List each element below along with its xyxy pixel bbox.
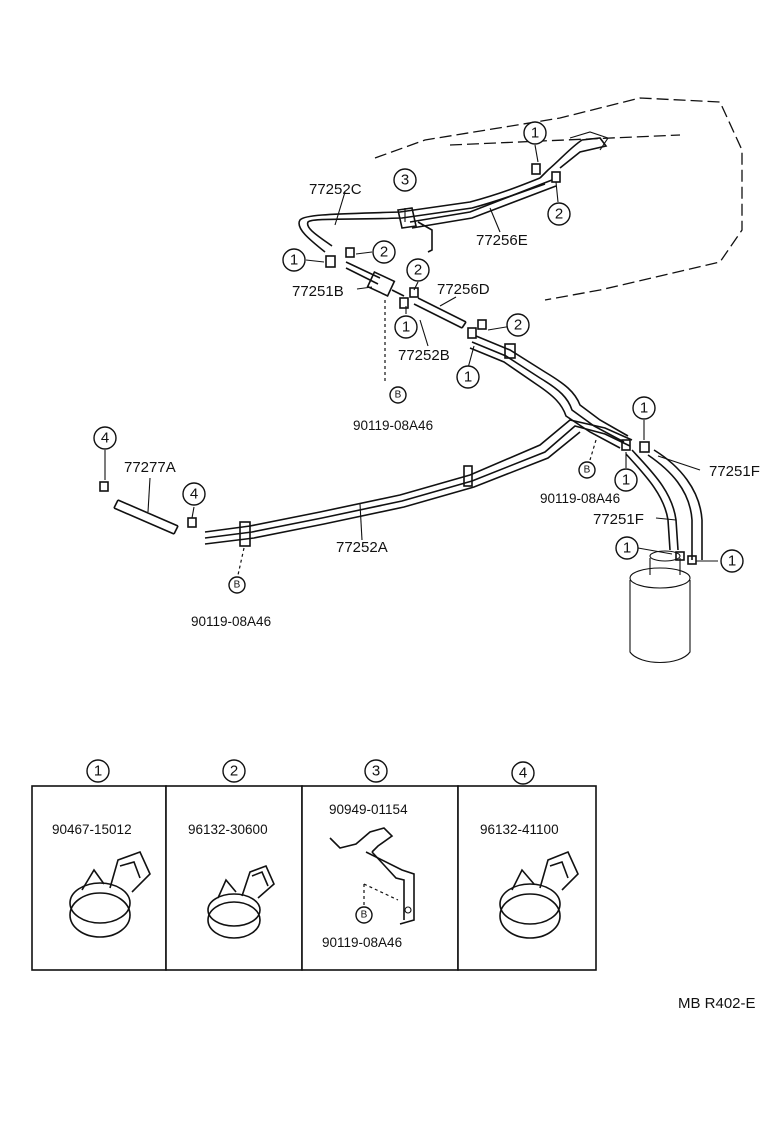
callout-1: 1: [614, 468, 638, 492]
svg-text:1: 1: [623, 540, 631, 557]
label-bolt-upper: 90119-08A46: [353, 418, 433, 433]
tube-77252A-drawing: [204, 419, 633, 547]
callout-1: 1: [523, 121, 547, 145]
callout-circles: 1 3 2 1 2 2 1 2 1 1 1 1 1 4 4 B B B: [93, 121, 744, 594]
label-77256E: 77256E: [476, 232, 528, 249]
label-77277A: 77277A: [124, 459, 176, 476]
callout-3: 3: [393, 168, 417, 192]
label-77252C: 77252C: [309, 181, 362, 198]
bolt-leader-lines: [237, 300, 597, 576]
callout-2: 2: [372, 240, 396, 264]
svg-text:1: 1: [402, 319, 410, 336]
charcoal-canister-drawing: [629, 550, 691, 663]
bolt-callout-b: B: [389, 386, 407, 404]
clamp-bracket-3-drawing: [397, 207, 433, 253]
svg-text:4: 4: [101, 430, 109, 447]
legend-index-3: 3: [372, 763, 380, 780]
legend-index-2: 2: [230, 763, 238, 780]
svg-text:2: 2: [414, 262, 422, 279]
callout-1: 1: [456, 365, 480, 389]
valve-77251B-drawing: [345, 261, 405, 297]
svg-text:B: B: [584, 465, 591, 476]
label-77252B: 77252B: [398, 347, 450, 364]
svg-text:1: 1: [290, 252, 298, 269]
fuel-tank-outline: [374, 97, 743, 301]
callout-2: 2: [547, 202, 571, 226]
bolt-callout-b: B: [578, 461, 596, 479]
svg-text:1: 1: [640, 400, 648, 417]
legend-box-1: 1 90467-15012: [31, 759, 167, 971]
svg-text:4: 4: [190, 486, 198, 503]
legend-boxes: 1 90467-15012 2 96132-30600: [31, 759, 597, 971]
legend-index-4: 4: [519, 765, 527, 782]
main-tube-bundle-drawing: [469, 335, 629, 449]
callout-1: 1: [615, 536, 639, 560]
bolt-callout-b: B: [228, 576, 246, 594]
hose-77277A-drawing: [113, 499, 179, 535]
label-bolt-right: 90119-08A46: [540, 491, 620, 506]
label-77251F-upper: 77251F: [709, 463, 760, 480]
svg-text:B: B: [395, 390, 402, 401]
label-77256D: 77256D: [437, 281, 490, 298]
hose-clamp-marks: [99, 163, 697, 565]
hose-clamp-icon-2: [207, 864, 275, 939]
legend-part-3: 90949-01154: [329, 802, 408, 817]
svg-text:1: 1: [531, 125, 539, 142]
legend-index-1: 1: [94, 763, 102, 780]
callout-4: 4: [93, 426, 117, 450]
callout-2: 2: [506, 313, 530, 337]
legend-box-4: 4 96132-41100: [457, 761, 597, 971]
svg-text:2: 2: [380, 244, 388, 261]
svg-text:1: 1: [622, 472, 630, 489]
callout-1: 1: [282, 248, 306, 272]
label-bolt-left: 90119-08A46: [191, 614, 271, 629]
part-labels: 77252C 77256E 77251B 77256D 77252B 77277…: [124, 181, 760, 1012]
svg-text:2: 2: [555, 206, 563, 223]
legend-part-1: 90467-15012: [52, 822, 132, 837]
svg-text:3: 3: [401, 172, 409, 189]
callout-2: 2: [406, 258, 430, 282]
svg-text:1: 1: [464, 369, 472, 386]
hose-77256D-drawing: [413, 297, 467, 329]
callout-1: 1: [720, 549, 744, 573]
label-leader-lines: [104, 144, 718, 562]
hose-clamp-icon-1: [69, 850, 151, 938]
clamp-bracket-icon: [329, 827, 415, 925]
callout-4: 4: [182, 482, 206, 506]
callout-1: 1: [632, 396, 656, 420]
legend-box-3: 3 90949-01154 B 90119-08A46: [301, 759, 459, 971]
label-77251F-lower: 77251F: [593, 511, 644, 528]
legend-part-2: 96132-30600: [188, 822, 268, 837]
svg-text:2: 2: [514, 317, 522, 334]
legend-part-4: 96132-41100: [480, 822, 559, 837]
svg-text:B: B: [234, 580, 241, 591]
legend-box-2: 2 96132-30600: [165, 759, 303, 971]
callout-1: 1: [394, 315, 418, 339]
legend-bolt-part: 90119-08A46: [322, 935, 402, 950]
hose-77256E-drawing: [409, 179, 557, 229]
hose-clamp-icon-4: [499, 850, 579, 939]
svg-text:1: 1: [728, 553, 736, 570]
label-77251B: 77251B: [292, 283, 344, 300]
legend-bolt-callout: B: [361, 910, 368, 921]
label-77252A: 77252A: [336, 539, 388, 556]
figure-code: MB R402-E: [678, 995, 756, 1012]
